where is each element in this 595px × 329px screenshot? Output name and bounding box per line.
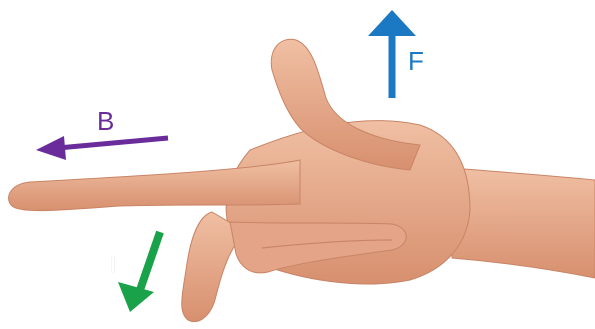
current-label: I [110, 252, 116, 278]
b-arrow [36, 136, 168, 160]
magnetic-field-label: B [97, 108, 114, 134]
index-finger [9, 160, 300, 211]
wrist [452, 168, 595, 278]
force-label: F [408, 48, 424, 74]
i-arrow [118, 232, 160, 312]
